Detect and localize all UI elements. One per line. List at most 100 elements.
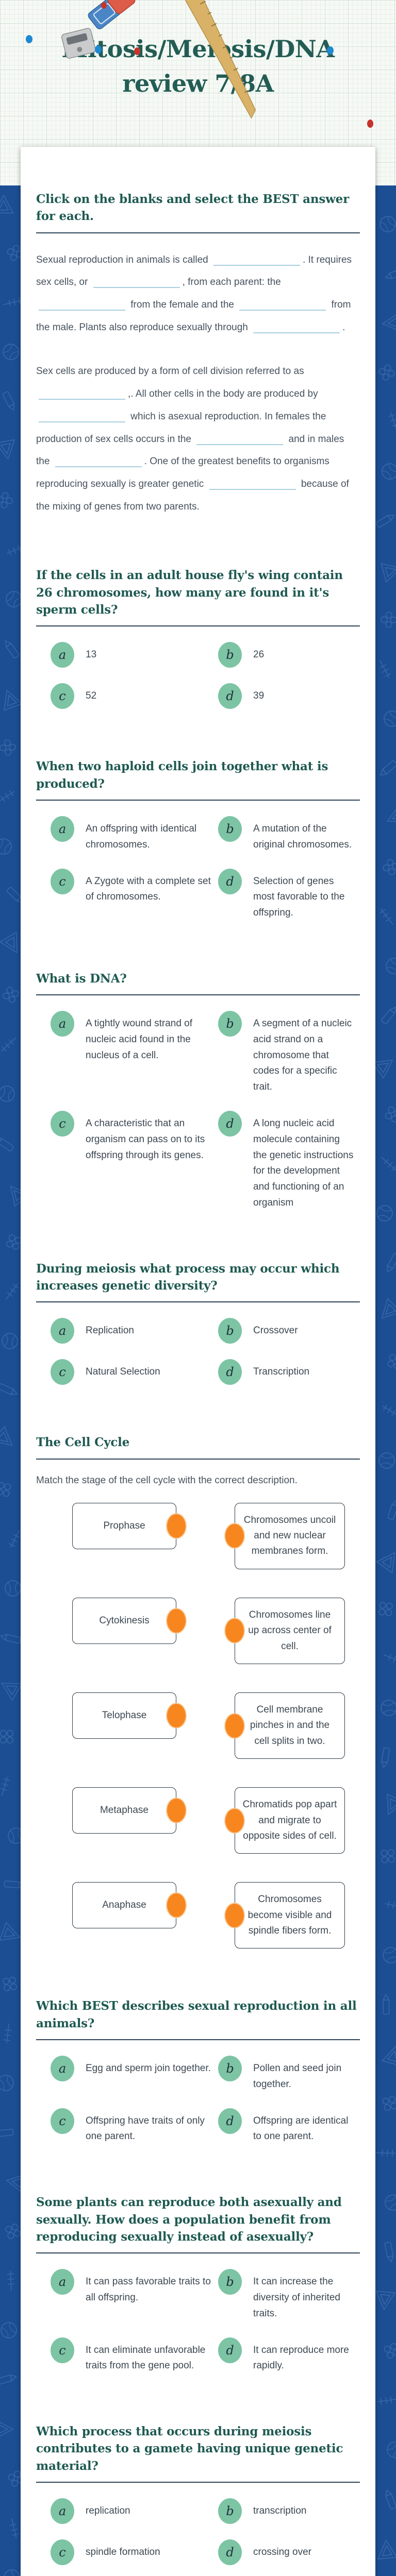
answer-blank[interactable] xyxy=(239,299,326,311)
section-3: When two haploid cells join together wha… xyxy=(36,758,360,921)
connector-dot[interactable] xyxy=(224,1618,245,1644)
doodle-icon xyxy=(378,951,396,981)
answer-blank[interactable] xyxy=(39,299,125,311)
option-letter-badge[interactable]: d xyxy=(218,2539,242,2566)
option-letter-badge[interactable]: d xyxy=(218,868,242,894)
option-letter-badge[interactable]: d xyxy=(218,2337,242,2363)
option-letter-badge[interactable]: d xyxy=(218,1359,242,1385)
connector-dot[interactable] xyxy=(224,1713,245,1739)
match-description[interactable]: Chromosomes line up across center of cel… xyxy=(224,1597,345,1664)
option-letter-badge[interactable]: c xyxy=(51,2337,74,2363)
match-stage-metaphase[interactable]: Metaphase xyxy=(72,1787,187,1834)
doodle-icon xyxy=(379,1495,396,1525)
answer-blank[interactable] xyxy=(93,277,180,289)
option-letter-badge[interactable]: a xyxy=(51,816,74,842)
doodle-icon xyxy=(0,1079,22,1109)
option-letter-badge[interactable]: b xyxy=(218,642,242,668)
option-letter-badge[interactable]: a xyxy=(51,1011,74,1037)
option-letter-badge[interactable]: b xyxy=(218,2056,242,2082)
option-text: It can reproduce more rapidly. xyxy=(253,2344,349,2371)
option-letter-badge[interactable]: c xyxy=(51,1110,74,1137)
answer-blank[interactable] xyxy=(196,434,284,445)
option-letter-badge[interactable]: b xyxy=(218,1011,242,1037)
option-letter-badge[interactable]: c xyxy=(51,2108,74,2134)
option-letter-badge[interactable]: a xyxy=(51,2498,74,2524)
answer-blank[interactable] xyxy=(253,322,340,333)
page-title: Mitosis/Meiosis/DNA review 7/8A xyxy=(61,35,335,97)
option-letter-badge[interactable]: d xyxy=(218,2108,242,2134)
option-letter-badge[interactable]: d xyxy=(218,683,242,709)
connector-dot[interactable] xyxy=(224,1523,245,1549)
match-stage-prophase[interactable]: Prophase xyxy=(72,1502,187,1549)
option-letter-badge[interactable]: a xyxy=(51,642,74,668)
option-letter-badge[interactable]: c xyxy=(51,683,74,709)
match-stage-telophase[interactable]: Telophase xyxy=(72,1692,187,1739)
match-description[interactable]: Chromosomes become visible and spindle f… xyxy=(224,1882,345,1949)
answer-blank[interactable] xyxy=(55,456,142,468)
option-letter-badge[interactable]: c xyxy=(51,1359,74,1385)
doodle-icon xyxy=(0,1770,21,1802)
match-description[interactable]: Cell membrane pinches in and the cell sp… xyxy=(224,1692,345,1759)
option-d[interactable]: d It can reproduce more rapidly. xyxy=(218,2337,360,2375)
connector-dot[interactable] xyxy=(166,1798,187,1824)
match-stage-cytokinesis[interactable]: Cytokinesis xyxy=(72,1597,187,1644)
doodle-icon xyxy=(372,2289,396,2314)
connector-dot[interactable] xyxy=(166,1702,187,1728)
option-a[interactable]: a A tightly wound strand of nucleic acid … xyxy=(51,1011,218,1095)
answer-blank[interactable] xyxy=(39,388,125,400)
connector-dot[interactable] xyxy=(224,1902,245,1928)
doodle-icon xyxy=(373,454,396,488)
option-letter-badge[interactable]: a xyxy=(51,2056,74,2082)
doodle-icon xyxy=(380,258,396,289)
option-letter-badge[interactable]: a xyxy=(51,2269,74,2295)
match-stage-anaphase[interactable]: Anaphase xyxy=(72,1882,187,1929)
option-letter-badge[interactable]: a xyxy=(51,1318,74,1344)
match-description[interactable]: Chromatids pop apart and migrate to oppo… xyxy=(224,1787,345,1854)
answer-blank[interactable] xyxy=(213,255,301,266)
option-letter-badge[interactable]: c xyxy=(51,2539,74,2566)
connector-dot[interactable] xyxy=(166,1607,187,1634)
connector-dot[interactable] xyxy=(166,1892,187,1919)
doodle-icon xyxy=(376,1247,396,1279)
option-letter-badge[interactable]: c xyxy=(51,868,74,894)
option-text: A tightly wound strand of nucleic acid f… xyxy=(86,1018,193,1061)
option-letter-badge[interactable]: b xyxy=(218,1318,242,1344)
option-letter-badge[interactable]: b xyxy=(218,2498,242,2524)
doodle-icon xyxy=(0,831,20,862)
connector-dot[interactable] xyxy=(166,1513,187,1539)
option-letter-badge[interactable]: b xyxy=(218,2269,242,2295)
option-letter-badge[interactable]: d xyxy=(218,1110,242,1137)
connector-dot[interactable] xyxy=(224,1807,245,1834)
answer-blank[interactable] xyxy=(209,479,296,490)
match-description[interactable]: Chromosomes uncoil and new nuclear membr… xyxy=(224,1502,345,1569)
answer-blank[interactable] xyxy=(39,411,125,422)
paragraph-text: which is asexual reproduction. In female… xyxy=(36,411,326,445)
option-letter-badge[interactable]: b xyxy=(218,816,242,842)
